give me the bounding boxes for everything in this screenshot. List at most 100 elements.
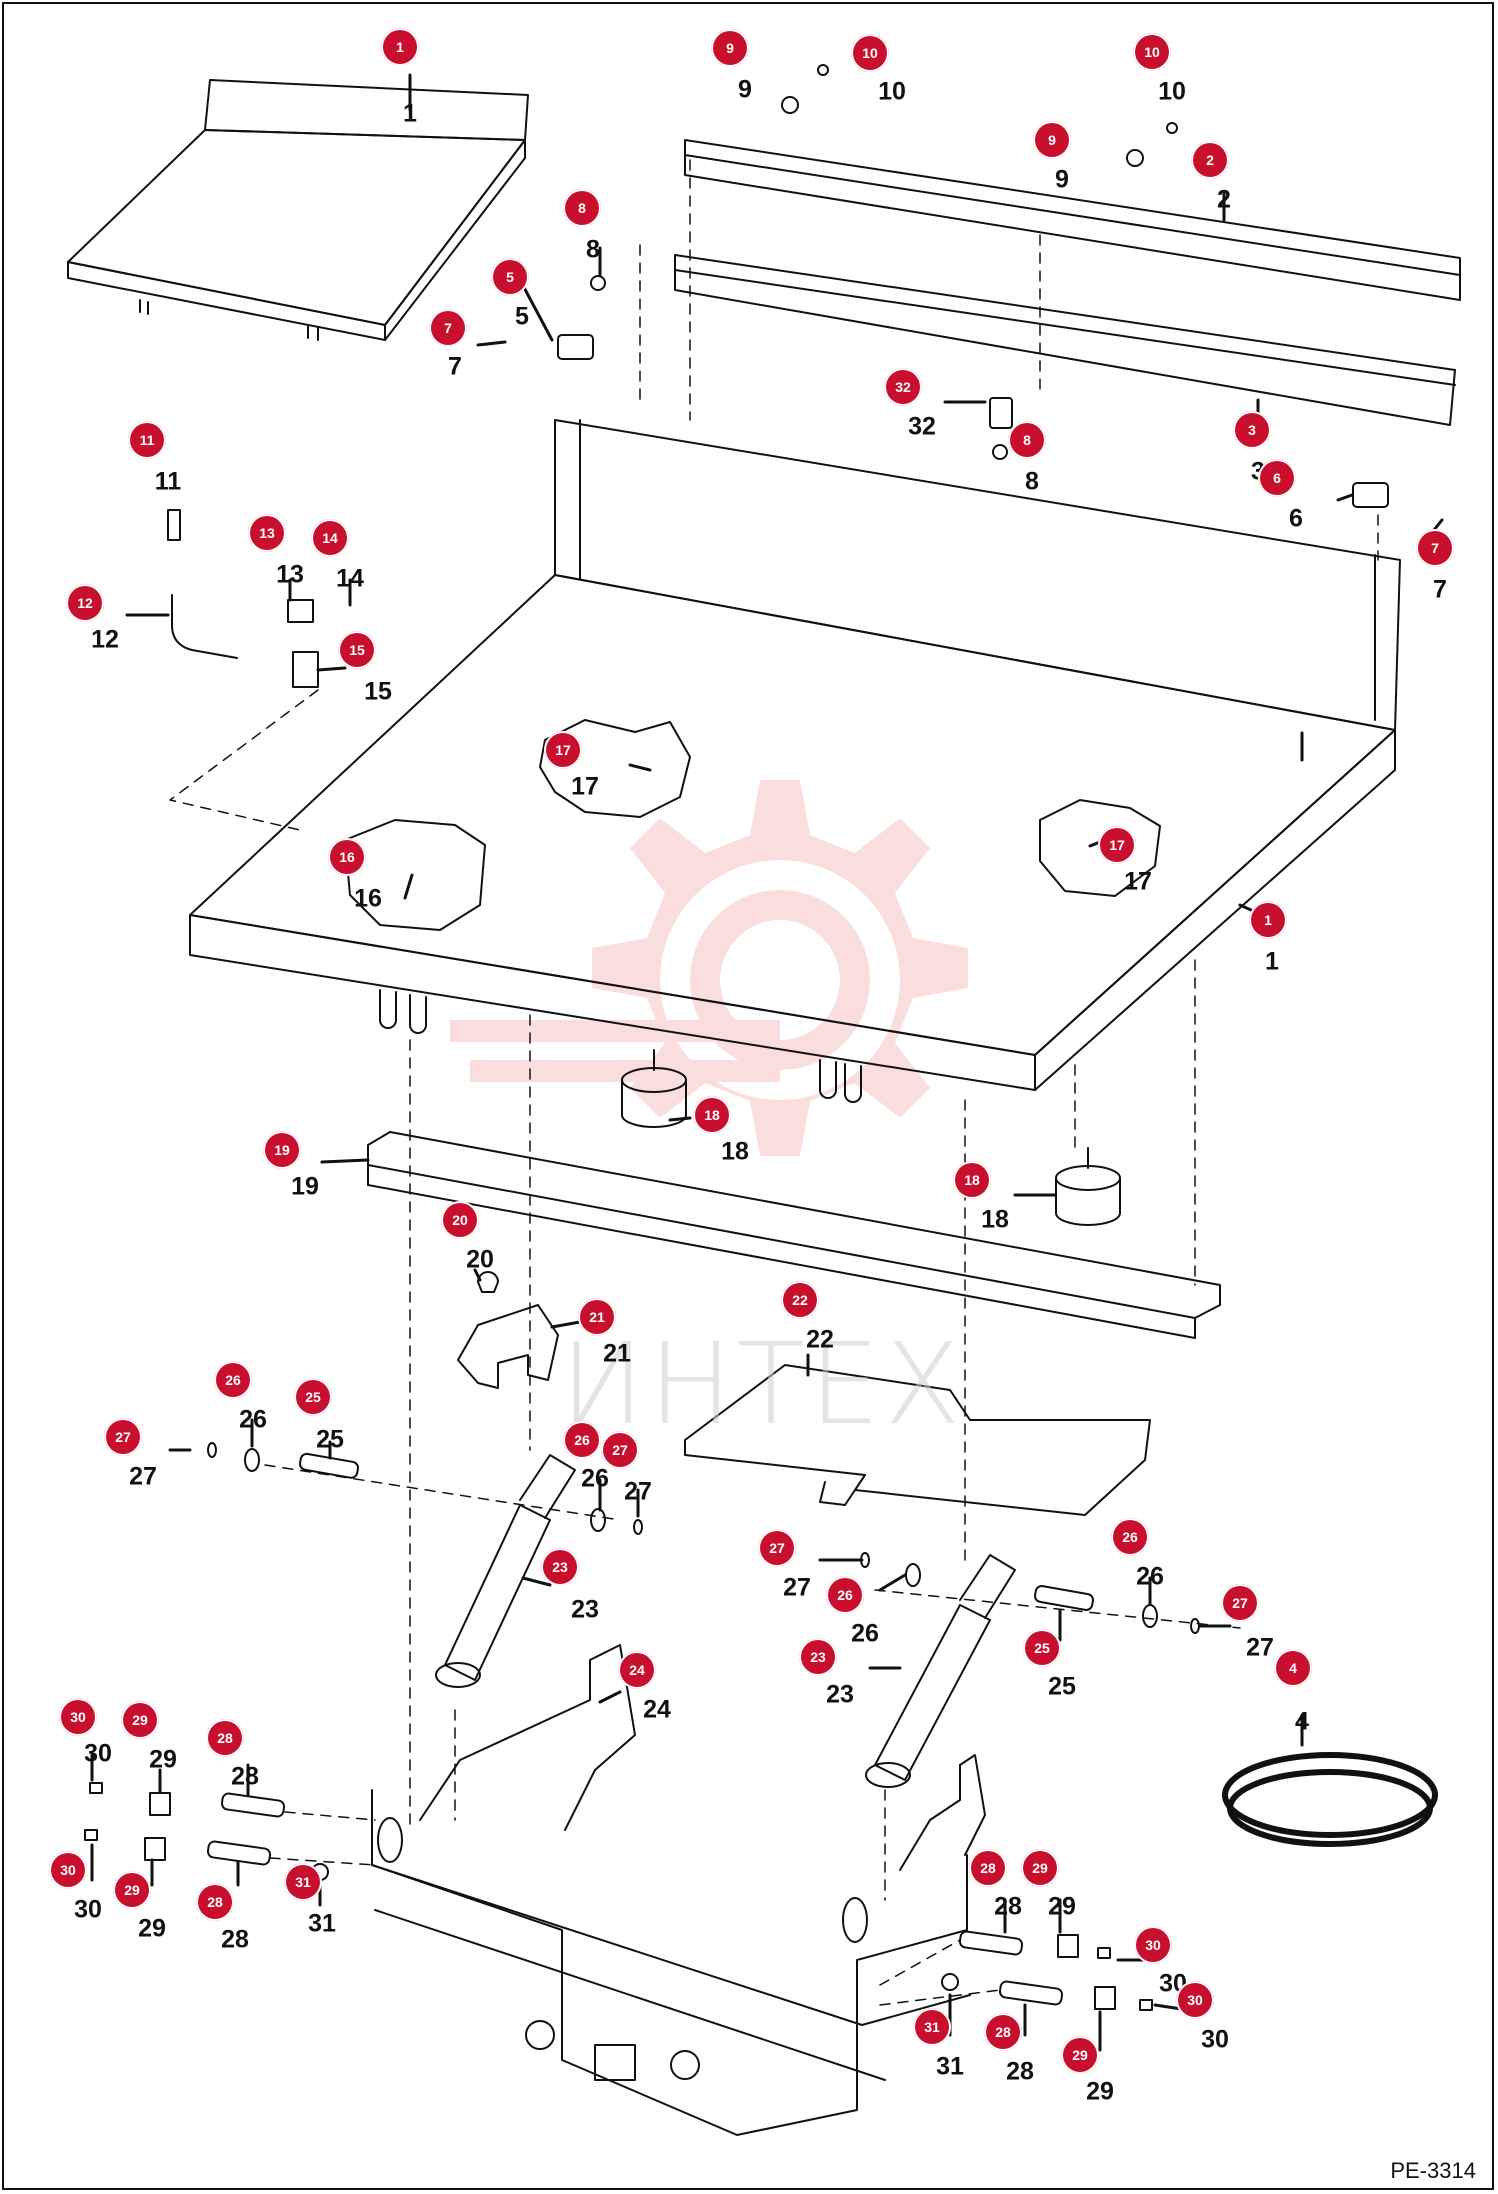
callout-badge-c10a[interactable]: 10 [851,34,889,72]
callout-badge-c31b[interactable]: 31 [913,2008,951,2046]
callout-badge-c5[interactable]: 5 [491,258,529,296]
callout-badge-c18b[interactable]: 18 [953,1161,991,1199]
callout-badge-c14[interactable]: 14 [311,519,349,557]
part-number-c26b: 26 [581,1464,609,1493]
callout-badge-c28c[interactable]: 28 [969,1849,1007,1887]
callout-badge-c25a[interactable]: 25 [294,1378,332,1416]
callout-badge-c22[interactable]: 22 [781,1281,819,1319]
callout-badge-c9b[interactable]: 9 [1033,121,1071,159]
part-number-c8b: 8 [1025,467,1039,496]
callout-badge-c25b[interactable]: 25 [1023,1629,1061,1667]
callout-badge-c28d[interactable]: 28 [984,2013,1022,2051]
callout-badge-c29d[interactable]: 29 [1061,2036,1099,2074]
callout-badge-c27c[interactable]: 27 [758,1529,796,1567]
part-number-c30b: 30 [74,1895,102,1924]
callout-badge-c17a[interactable]: 17 [544,731,582,769]
callout-badge-c16[interactable]: 16 [328,838,366,876]
watermark-text: ИНТЕХ [560,1320,965,1450]
upper-rail-part-2 [684,139,1461,301]
part-number-c21: 21 [603,1339,631,1368]
part-number-c28c: 28 [994,1892,1022,1921]
leader-lines [90,73,1444,2052]
callout-badge-c27d[interactable]: 27 [1221,1584,1259,1622]
callout-badge-c30d[interactable]: 30 [1176,1981,1214,2019]
callout-badge-c12[interactable]: 12 [66,584,104,622]
callout-badge-c28a[interactable]: 28 [206,1719,244,1757]
callout-badge-c30a[interactable]: 30 [59,1698,97,1736]
part-number-c15: 15 [364,677,392,706]
part-number-c31a: 31 [308,1909,336,1938]
callout-badge-c30b[interactable]: 30 [49,1851,87,1889]
callout-badge-c29b[interactable]: 29 [113,1871,151,1909]
part-number-c25b: 25 [1048,1672,1076,1701]
callout-badge-c26a[interactable]: 26 [214,1361,252,1399]
callout-badge-c27a[interactable]: 27 [104,1418,142,1456]
callout-badge-c17b[interactable]: 17 [1098,826,1136,864]
isolator-part-18-right [1055,1147,1121,1226]
part-number-c14: 14 [336,564,364,593]
pin-part-28-d [998,1980,1064,2006]
callout-badge-c29c[interactable]: 29 [1021,1849,1059,1887]
callout-badge-c30c[interactable]: 30 [1134,1926,1172,1964]
bracket-part-21 [457,1304,559,1389]
callout-badge-c9a[interactable]: 9 [711,29,749,67]
callout-badge-c13[interactable]: 13 [248,514,286,552]
callout-badge-c26c[interactable]: 26 [826,1576,864,1614]
callout-badge-c23a[interactable]: 23 [541,1548,579,1586]
part-number-c26c: 26 [851,1619,879,1648]
callout-badge-c26d[interactable]: 26 [1111,1518,1149,1556]
callout-badge-c31a[interactable]: 31 [284,1863,322,1901]
part-number-c12: 12 [91,625,119,654]
cutaway-16 [344,819,486,931]
callout-badge-c11[interactable]: 11 [128,421,166,459]
cylinder-part-23-left [435,1454,576,1688]
callout-badge-c2[interactable]: 2 [1191,141,1229,179]
part-number-c27a: 27 [129,1462,157,1491]
callout-badge-c24[interactable]: 24 [618,1651,656,1689]
callout-badge-c7a[interactable]: 7 [429,309,467,347]
callout-badge-c10b[interactable]: 10 [1133,33,1171,71]
callout-badge-c27b[interactable]: 27 [601,1431,639,1469]
part-number-c28a: 28 [231,1762,259,1791]
part-number-c32: 32 [908,412,936,441]
callout-badge-c8b[interactable]: 8 [1008,421,1046,459]
callout-badge-c20[interactable]: 20 [441,1201,479,1239]
callout-badge-c8a[interactable]: 8 [563,189,601,227]
part-number-c10b: 10 [1158,77,1186,106]
part-number-c29d: 29 [1086,2077,1114,2106]
callout-badge-c6[interactable]: 6 [1258,459,1296,497]
part-number-c1a: 1 [403,99,417,128]
callout-badge-c21[interactable]: 21 [578,1298,616,1336]
callout-badge-c1b[interactable]: 1 [1249,901,1287,939]
part-number-c26d: 26 [1136,1562,1164,1591]
callout-badge-c23b[interactable]: 23 [799,1638,837,1676]
callout-badge-c28b[interactable]: 28 [196,1883,234,1921]
callout-badge-c18a[interactable]: 18 [693,1096,731,1134]
small-tray-part-1 [67,79,529,341]
cylinder-part-23-right [865,1554,1016,1788]
part-number-c7b: 7 [1433,575,1447,604]
callout-badge-c4[interactable]: 4 [1274,1649,1312,1687]
part-number-c27b: 27 [624,1477,652,1506]
pin-part-28-c [958,1930,1024,1956]
part-number-c18a: 18 [721,1137,749,1166]
callout-badge-c7b[interactable]: 7 [1416,529,1454,567]
callout-badge-c1a[interactable]: 1 [381,28,419,66]
hose-part-4 [1222,1752,1438,1847]
part-number-c16: 16 [354,884,382,913]
callout-badge-c26b[interactable]: 26 [563,1421,601,1459]
channel-part-19 [367,1131,1221,1339]
part-number-c29b: 29 [138,1914,166,1943]
part-number-c30a: 30 [84,1739,112,1768]
callout-badge-c32[interactable]: 32 [884,368,922,406]
hitch-frame-part-24 [371,1644,986,2136]
part-number-c27c: 27 [783,1573,811,1602]
callout-badge-c15[interactable]: 15 [338,631,376,669]
callout-badge-c29a[interactable]: 29 [121,1701,159,1739]
part-number-c25a: 25 [316,1425,344,1454]
part-number-c6: 6 [1289,504,1303,533]
callout-badge-c19[interactable]: 19 [263,1131,301,1169]
lower-rail-part-3 [674,254,1456,426]
callout-badge-c3[interactable]: 3 [1233,411,1271,449]
